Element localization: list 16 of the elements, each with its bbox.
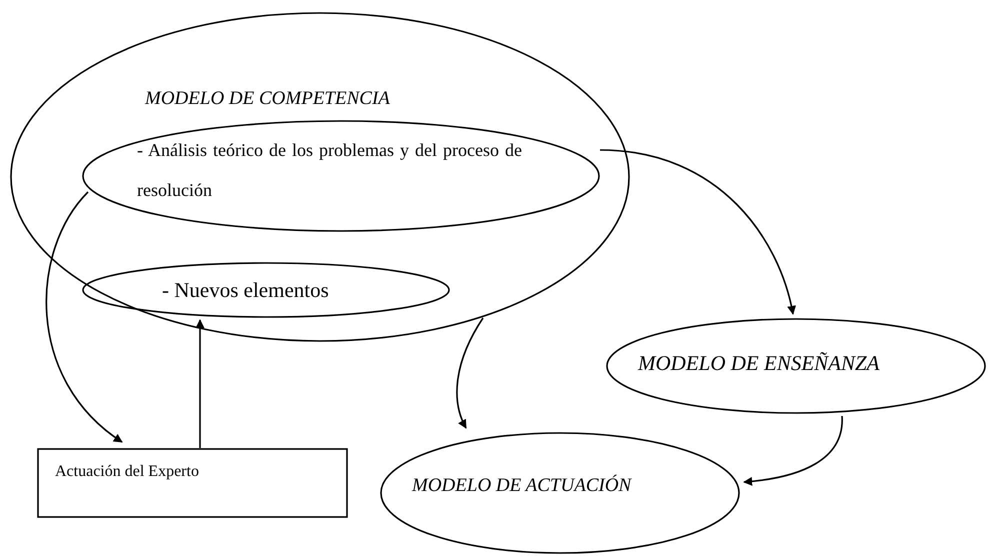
box-label: Actuación del Experto bbox=[55, 462, 200, 482]
model-heading: MODELO DE COMPETENCIA bbox=[145, 87, 391, 111]
model-ellipse bbox=[606, 318, 986, 414]
model-label: MODELO DE ACTUACIÓN bbox=[412, 474, 633, 498]
arrow bbox=[196, 319, 204, 448]
model-ellipse bbox=[10, 12, 630, 342]
concept-text: - Análisis teórico de los problemas y del proceso de resolución bbox=[137, 139, 522, 202]
arrow bbox=[456, 318, 484, 429]
arrow bbox=[46, 191, 123, 443]
concept-text: - Nuevos elementos bbox=[162, 277, 330, 304]
model-label: MODELO DE ENSEÑANZA bbox=[638, 350, 880, 377]
model-ellipse bbox=[380, 432, 740, 554]
process-box bbox=[37, 448, 348, 518]
arrow bbox=[600, 149, 796, 315]
concept-ellipse bbox=[82, 120, 600, 232]
arrow bbox=[743, 416, 843, 486]
